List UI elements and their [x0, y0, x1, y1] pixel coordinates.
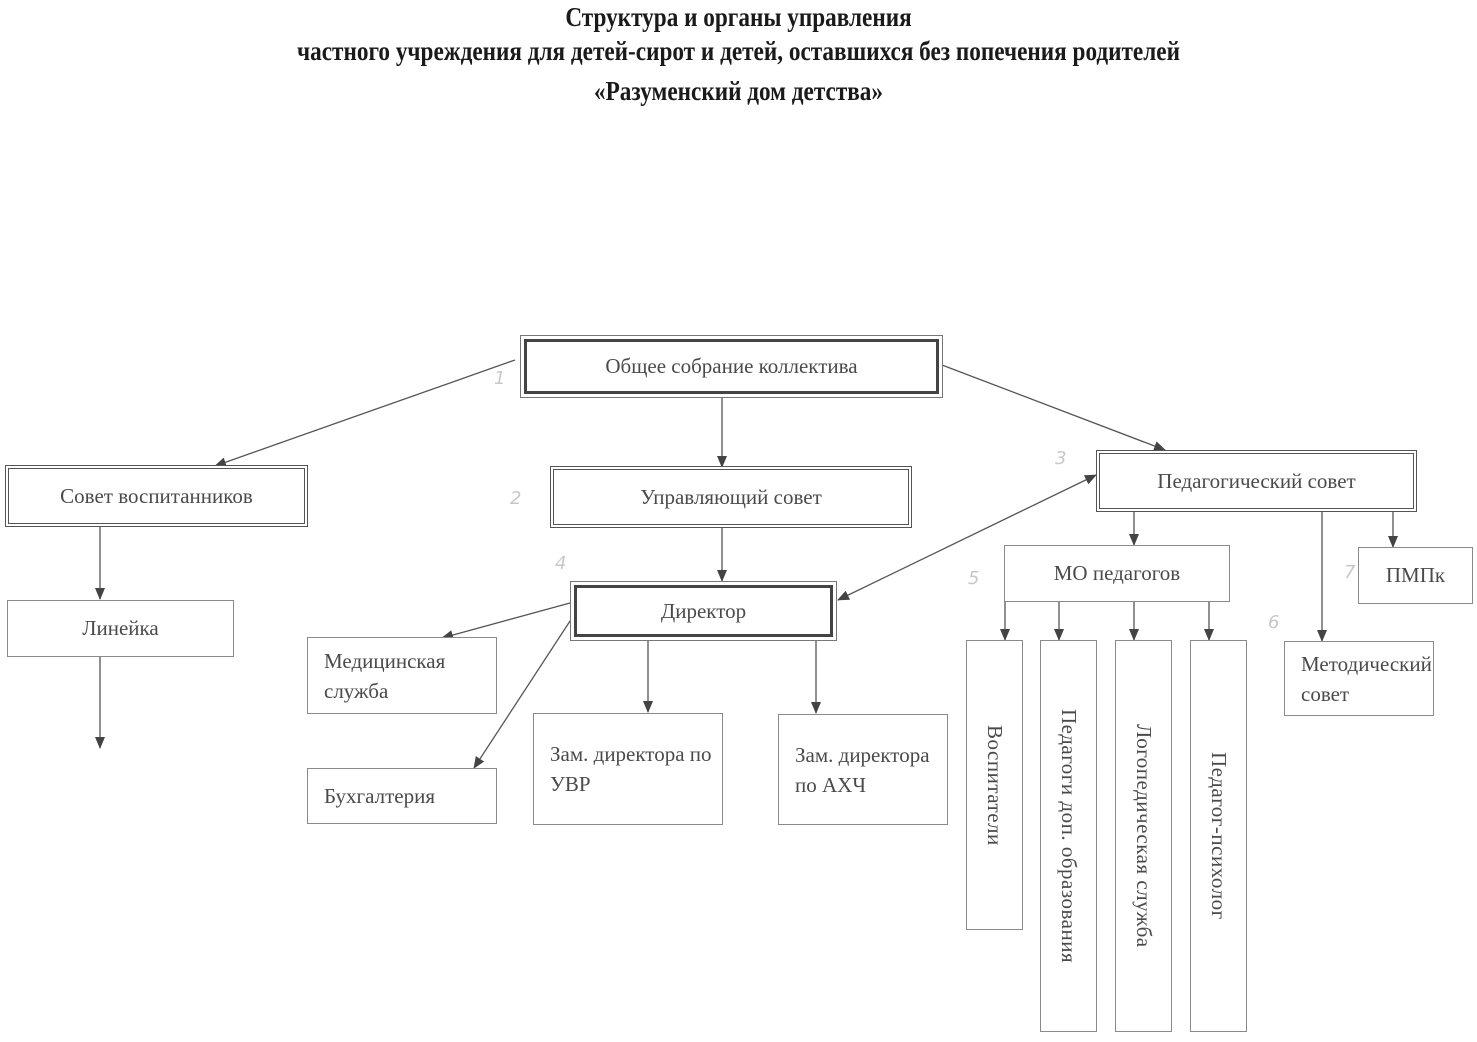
title-line-3: «Разуменский дом детства»	[593, 76, 884, 106]
title-line-2: частного учреждения для детей-сирот и де…	[297, 36, 1180, 66]
edge-general-to-pedagogical	[941, 364, 1166, 451]
node-mo-teachers: МО педагогов	[1004, 545, 1230, 602]
handwritten-number-3: 3	[1055, 448, 1067, 469]
edge-director-to-accounting	[473, 617, 573, 769]
handwritten-number-6: 6	[1268, 612, 1280, 633]
node-director: Директор	[570, 581, 837, 641]
handwritten-number-2: 2	[510, 488, 522, 509]
node-additional-ed-teachers: Педагоги доп. образования	[1040, 640, 1097, 1032]
handwritten-number-7: 7	[1344, 562, 1356, 583]
title-line-1: Структура и органы управления	[565, 2, 912, 32]
node-managing-council: Управляющий совет	[550, 466, 912, 528]
node-general-meeting: Общее собрание коллектива	[520, 335, 943, 398]
node-educators: Воспитатели	[966, 640, 1023, 930]
node-pupils-council: Совет воспитанников	[5, 465, 308, 527]
node-accounting: Бухгалтерия	[307, 768, 497, 824]
handwritten-number-5: 5	[968, 568, 980, 589]
node-methodical-council: Методический совет	[1284, 641, 1434, 716]
node-medical-service: Медицинская служба	[307, 637, 497, 714]
node-deputy-ahch: Зам. директора по АХЧ	[778, 714, 948, 825]
node-pmpk: ПМПк	[1358, 547, 1473, 604]
node-deputy-uvr: Зам. директора по УВР	[533, 713, 723, 825]
edge-director-pedagogical	[837, 474, 1097, 601]
node-pedagogical-council: Педагогический совет	[1096, 450, 1417, 512]
handwritten-number-4: 4	[555, 553, 567, 574]
node-speech-therapy-service: Логопедическая служба	[1115, 640, 1172, 1032]
edge-general-to-pupils	[214, 359, 516, 468]
edge-director-to-medical	[441, 602, 571, 640]
handwritten-number-1: 1	[494, 368, 506, 389]
node-lineika: Линейка	[7, 600, 234, 657]
node-psychologist: Педагог-психолог	[1190, 640, 1247, 1032]
